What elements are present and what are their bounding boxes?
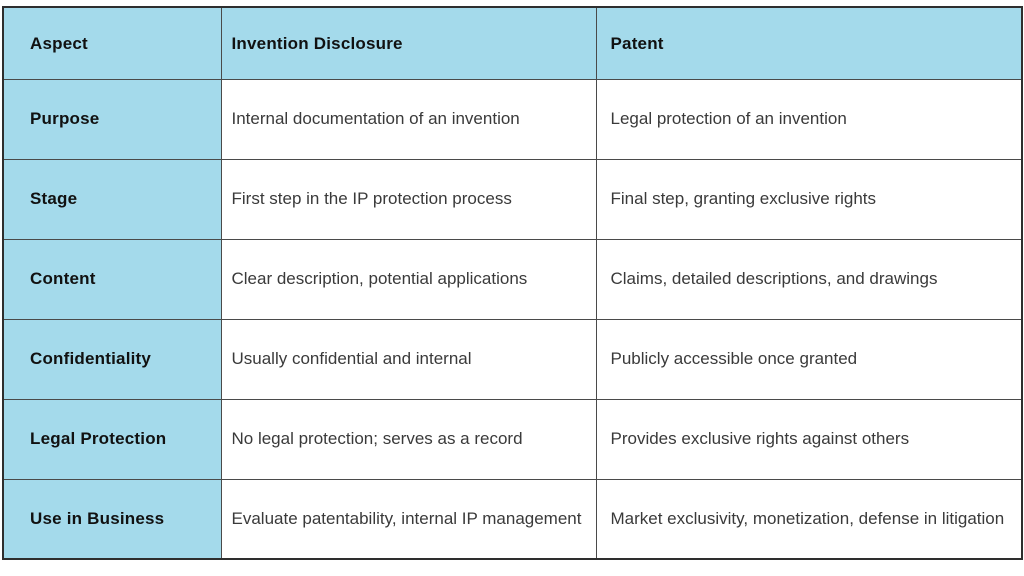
column-header-aspect: Aspect — [2, 6, 222, 80]
table-row-content: Content Clear description, potential app… — [2, 238, 1023, 320]
table-row-purpose: Purpose Internal documentation of an inv… — [2, 78, 1023, 160]
column-header-patent: Patent — [595, 6, 1023, 80]
header-row: Aspect Invention Disclosure Patent — [2, 6, 1023, 80]
table-row-use-in-business: Use in Business Evaluate patentability, … — [2, 478, 1023, 560]
cell-use-in-business-patent: Market exclusivity, monetization, defens… — [595, 478, 1023, 560]
row-label-legal-protection: Legal Protection — [2, 398, 222, 480]
cell-purpose-patent: Legal protection of an invention — [595, 78, 1023, 160]
table-row-legal-protection: Legal Protection No legal protection; se… — [2, 398, 1023, 480]
cell-stage-patent: Final step, granting exclusive rights — [595, 158, 1023, 240]
row-label-stage: Stage — [2, 158, 222, 240]
row-label-content: Content — [2, 238, 222, 320]
cell-use-in-business-invention-disclosure: Evaluate patentability, internal IP mana… — [220, 478, 597, 560]
table-row-confidentiality: Confidentiality Usually confidential and… — [2, 318, 1023, 400]
invention-disclosure-vs-patent-table: Aspect Invention Disclosure Patent Purpo… — [2, 6, 1023, 560]
cell-legal-protection-patent: Provides exclusive rights against others — [595, 398, 1023, 480]
cell-content-patent: Claims, detailed descriptions, and drawi… — [595, 238, 1023, 320]
row-label-use-in-business: Use in Business — [2, 478, 222, 560]
cell-confidentiality-patent: Publicly accessible once granted — [595, 318, 1023, 400]
cell-confidentiality-invention-disclosure: Usually confidential and internal — [220, 318, 597, 400]
cell-purpose-invention-disclosure: Internal documentation of an invention — [220, 78, 597, 160]
table-body: Purpose Internal documentation of an inv… — [2, 78, 1023, 560]
table-header: Aspect Invention Disclosure Patent — [2, 6, 1023, 80]
row-label-purpose: Purpose — [2, 78, 222, 160]
cell-legal-protection-invention-disclosure: No legal protection; serves as a record — [220, 398, 597, 480]
column-header-invention-disclosure: Invention Disclosure — [220, 6, 597, 80]
table-row-stage: Stage First step in the IP protection pr… — [2, 158, 1023, 240]
cell-stage-invention-disclosure: First step in the IP protection process — [220, 158, 597, 240]
cell-content-invention-disclosure: Clear description, potential application… — [220, 238, 597, 320]
row-label-confidentiality: Confidentiality — [2, 318, 222, 400]
